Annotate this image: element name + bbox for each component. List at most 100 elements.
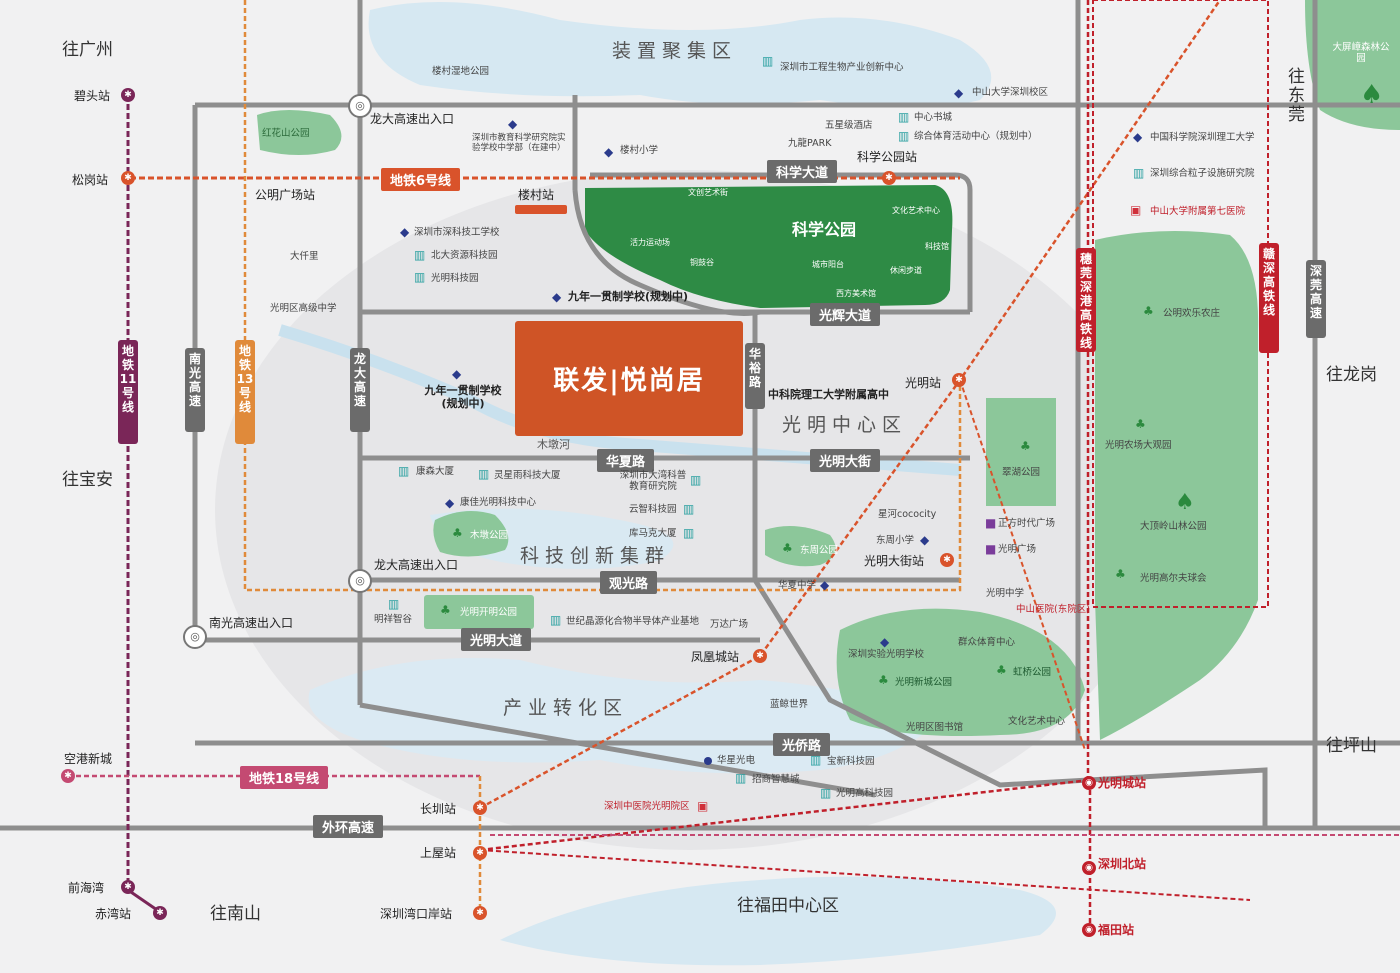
poi-wanda: 万达广场: [710, 619, 749, 630]
direction-futian: 往福田中心区: [737, 896, 839, 916]
guangming-newtown-park-area: [836, 608, 1085, 736]
ganshen-rail-badge: 赣深高铁线: [1259, 243, 1279, 353]
school-icon-dongzhou: ◆: [920, 533, 930, 547]
metro-icon-guangming-dajie: ✱: [940, 553, 954, 567]
road-guangming-jie: 光明大街: [810, 449, 881, 472]
station-fenghuang: 凤凰城站: [691, 650, 740, 664]
poi-center-book: 中心书城: [914, 112, 953, 123]
line11-badge: 地铁11号线: [118, 340, 138, 444]
project-block[interactable]: 联发|悦尚居: [515, 321, 743, 436]
poi-gm-plaza: 光明广场: [998, 544, 1037, 555]
poi-baoxin: 宝新科技园: [827, 756, 875, 767]
poi-culture-center: 文化艺术中心: [892, 206, 940, 215]
tree-icon-golf: ♣: [1115, 567, 1126, 581]
direction-longgang: 往龙岗: [1326, 365, 1377, 385]
road-guangming-dadao: 光明大道: [461, 628, 532, 651]
dongzhou-park-area: [765, 526, 836, 567]
road-guangqiao: 光侨路: [773, 733, 831, 756]
science-park-label: 科学公园: [792, 220, 857, 239]
road-huayu-vertical: 华裕路: [745, 343, 765, 409]
poi-lingxing: 灵星雨科技大厦: [494, 470, 561, 481]
poi-nine-year2: 九年一贯制学校(规划中): [424, 384, 502, 411]
shop-icon-zhengfang: ■: [985, 516, 997, 530]
shop-icon-gmplaza: ■: [985, 542, 997, 556]
station-konggang: 空港新城: [64, 752, 113, 766]
station-bitou: 碧头站: [74, 89, 111, 103]
zone-equipment: 装置聚集区: [612, 40, 738, 62]
metro-icon-songgang: ✱: [121, 171, 135, 185]
poi-kuma: 库马克大厦: [629, 528, 677, 539]
exit-icon-longda1: ◎: [348, 94, 372, 118]
exit-icon-nanguang: ◎: [183, 625, 207, 649]
building-icon-yunzhi: ▥: [683, 502, 695, 516]
park-golf: 光明高尔夫球会: [1140, 573, 1207, 584]
tree-icon-mudun: ♣: [452, 526, 463, 540]
poi-cas-tech: 中国科学院深圳理工大学: [1150, 132, 1255, 143]
station-guangming: 光明站: [905, 376, 942, 390]
poi-deep-tech: 深圳市深科技工学校: [414, 227, 500, 238]
poi-loucun-primary: 楼村小学: [620, 145, 659, 156]
poi-mingxiang: 明祥智谷: [374, 614, 413, 625]
poi-edu-school: 深圳市教育科学研究院实验学校中学部（在建中）: [472, 133, 566, 154]
road-guanghui: 光辉大道: [810, 303, 881, 326]
science-park-area: [585, 185, 953, 308]
school-icon-edu: ◆: [508, 117, 518, 131]
station-songgang: 松岗站: [72, 173, 109, 187]
park-guangming-farm: 光明农场大观园: [1105, 440, 1172, 451]
building-icon-sports: ▥: [898, 129, 910, 143]
tree-icon-dadingling: ♠: [1175, 490, 1195, 515]
river-label: 木墩河: [537, 438, 570, 451]
poi-gm-mid: 光明中学: [986, 588, 1025, 599]
building-icon-synch: ▥: [1133, 166, 1145, 180]
metro-icon-shenzhenwan: ✱: [473, 906, 487, 920]
building-icon-kuma: ▥: [683, 526, 695, 540]
park-loucun-wet: 楼村湿地公园: [432, 66, 490, 77]
poi-sports-center: 综合体育活动中心（规划中）: [914, 131, 1038, 142]
poi-five-star: 五星级酒店: [825, 120, 873, 131]
poi-yunzhi: 云智科技园: [629, 504, 677, 515]
school-icon-nine2: ◆: [452, 367, 462, 381]
zone-tech: 科技创新集群: [520, 545, 671, 567]
station-qianhaiwan: 前海湾: [68, 881, 105, 895]
station-shenzhenbei: 深圳北站: [1098, 857, 1147, 871]
tree-icon-farm: ♣: [1135, 417, 1146, 431]
school-icon-loucun: ◆: [604, 145, 614, 159]
poi-kejiguan: 科技馆: [925, 242, 949, 251]
poi-zhongshan-univ: 中山大学深圳校区: [972, 87, 1049, 98]
direction-dongguan: 往东莞: [1288, 67, 1305, 125]
school-icon-cas: ◆: [1133, 130, 1143, 144]
exit-nanguang-label: 南光高速出入口: [209, 616, 294, 630]
building-icon-kangjia: ◆: [445, 496, 455, 510]
metro-icon-kexue: ✱: [882, 171, 896, 185]
poi-landmark: 蓝鲸世界: [770, 699, 809, 710]
park-hongshan: 红花山公园: [262, 128, 310, 139]
park-dapingzhang: 大屏嶂森林公园: [1332, 42, 1390, 65]
building-icon-bio: ▥: [762, 54, 774, 68]
exit-longda2-label: 龙大高速出入口: [374, 558, 459, 572]
poi-mass-sport: 群众体育中心: [958, 637, 1016, 648]
dot-icon-huaxing: [704, 757, 712, 765]
rail-icon-futian: ◉: [1082, 923, 1096, 937]
metro-icon-guangming: ✱: [952, 373, 966, 387]
tree-icon-dongzhou: ♣: [782, 541, 793, 555]
road-nanguang-vertical: 南光高速: [185, 348, 205, 432]
building-icon-gmtech: ▥: [820, 786, 832, 800]
poi-culture-center2: 文化艺术中心: [1008, 716, 1066, 727]
poi-west-art: 西方美术馆: [836, 289, 876, 298]
line13-badge: 地铁13号线: [235, 340, 255, 444]
station-shangwu: 上屋站: [420, 846, 457, 860]
dapingzhang-park-area: [1305, 0, 1400, 130]
line18-badge: 地铁18号线: [240, 766, 329, 789]
school-icon-zhongshan: ◆: [954, 86, 964, 100]
poi-beida: 北大资源科技园: [431, 250, 498, 261]
building-icon-bookcity: ▥: [898, 110, 910, 124]
mudun-park-area: [433, 511, 509, 557]
hongshan-park-area: [257, 110, 342, 155]
building-icon-shijijing: ▥: [550, 613, 562, 627]
hospital-icon-zhongyi: ▣: [697, 799, 709, 813]
poi-gm-high: 光明区高级中学: [270, 303, 337, 314]
poi-jiayuan: 光明科技园: [431, 273, 479, 284]
road-kexue: 科学大道: [767, 160, 838, 183]
poi-jiuyu: 九龍PARK: [788, 138, 832, 149]
